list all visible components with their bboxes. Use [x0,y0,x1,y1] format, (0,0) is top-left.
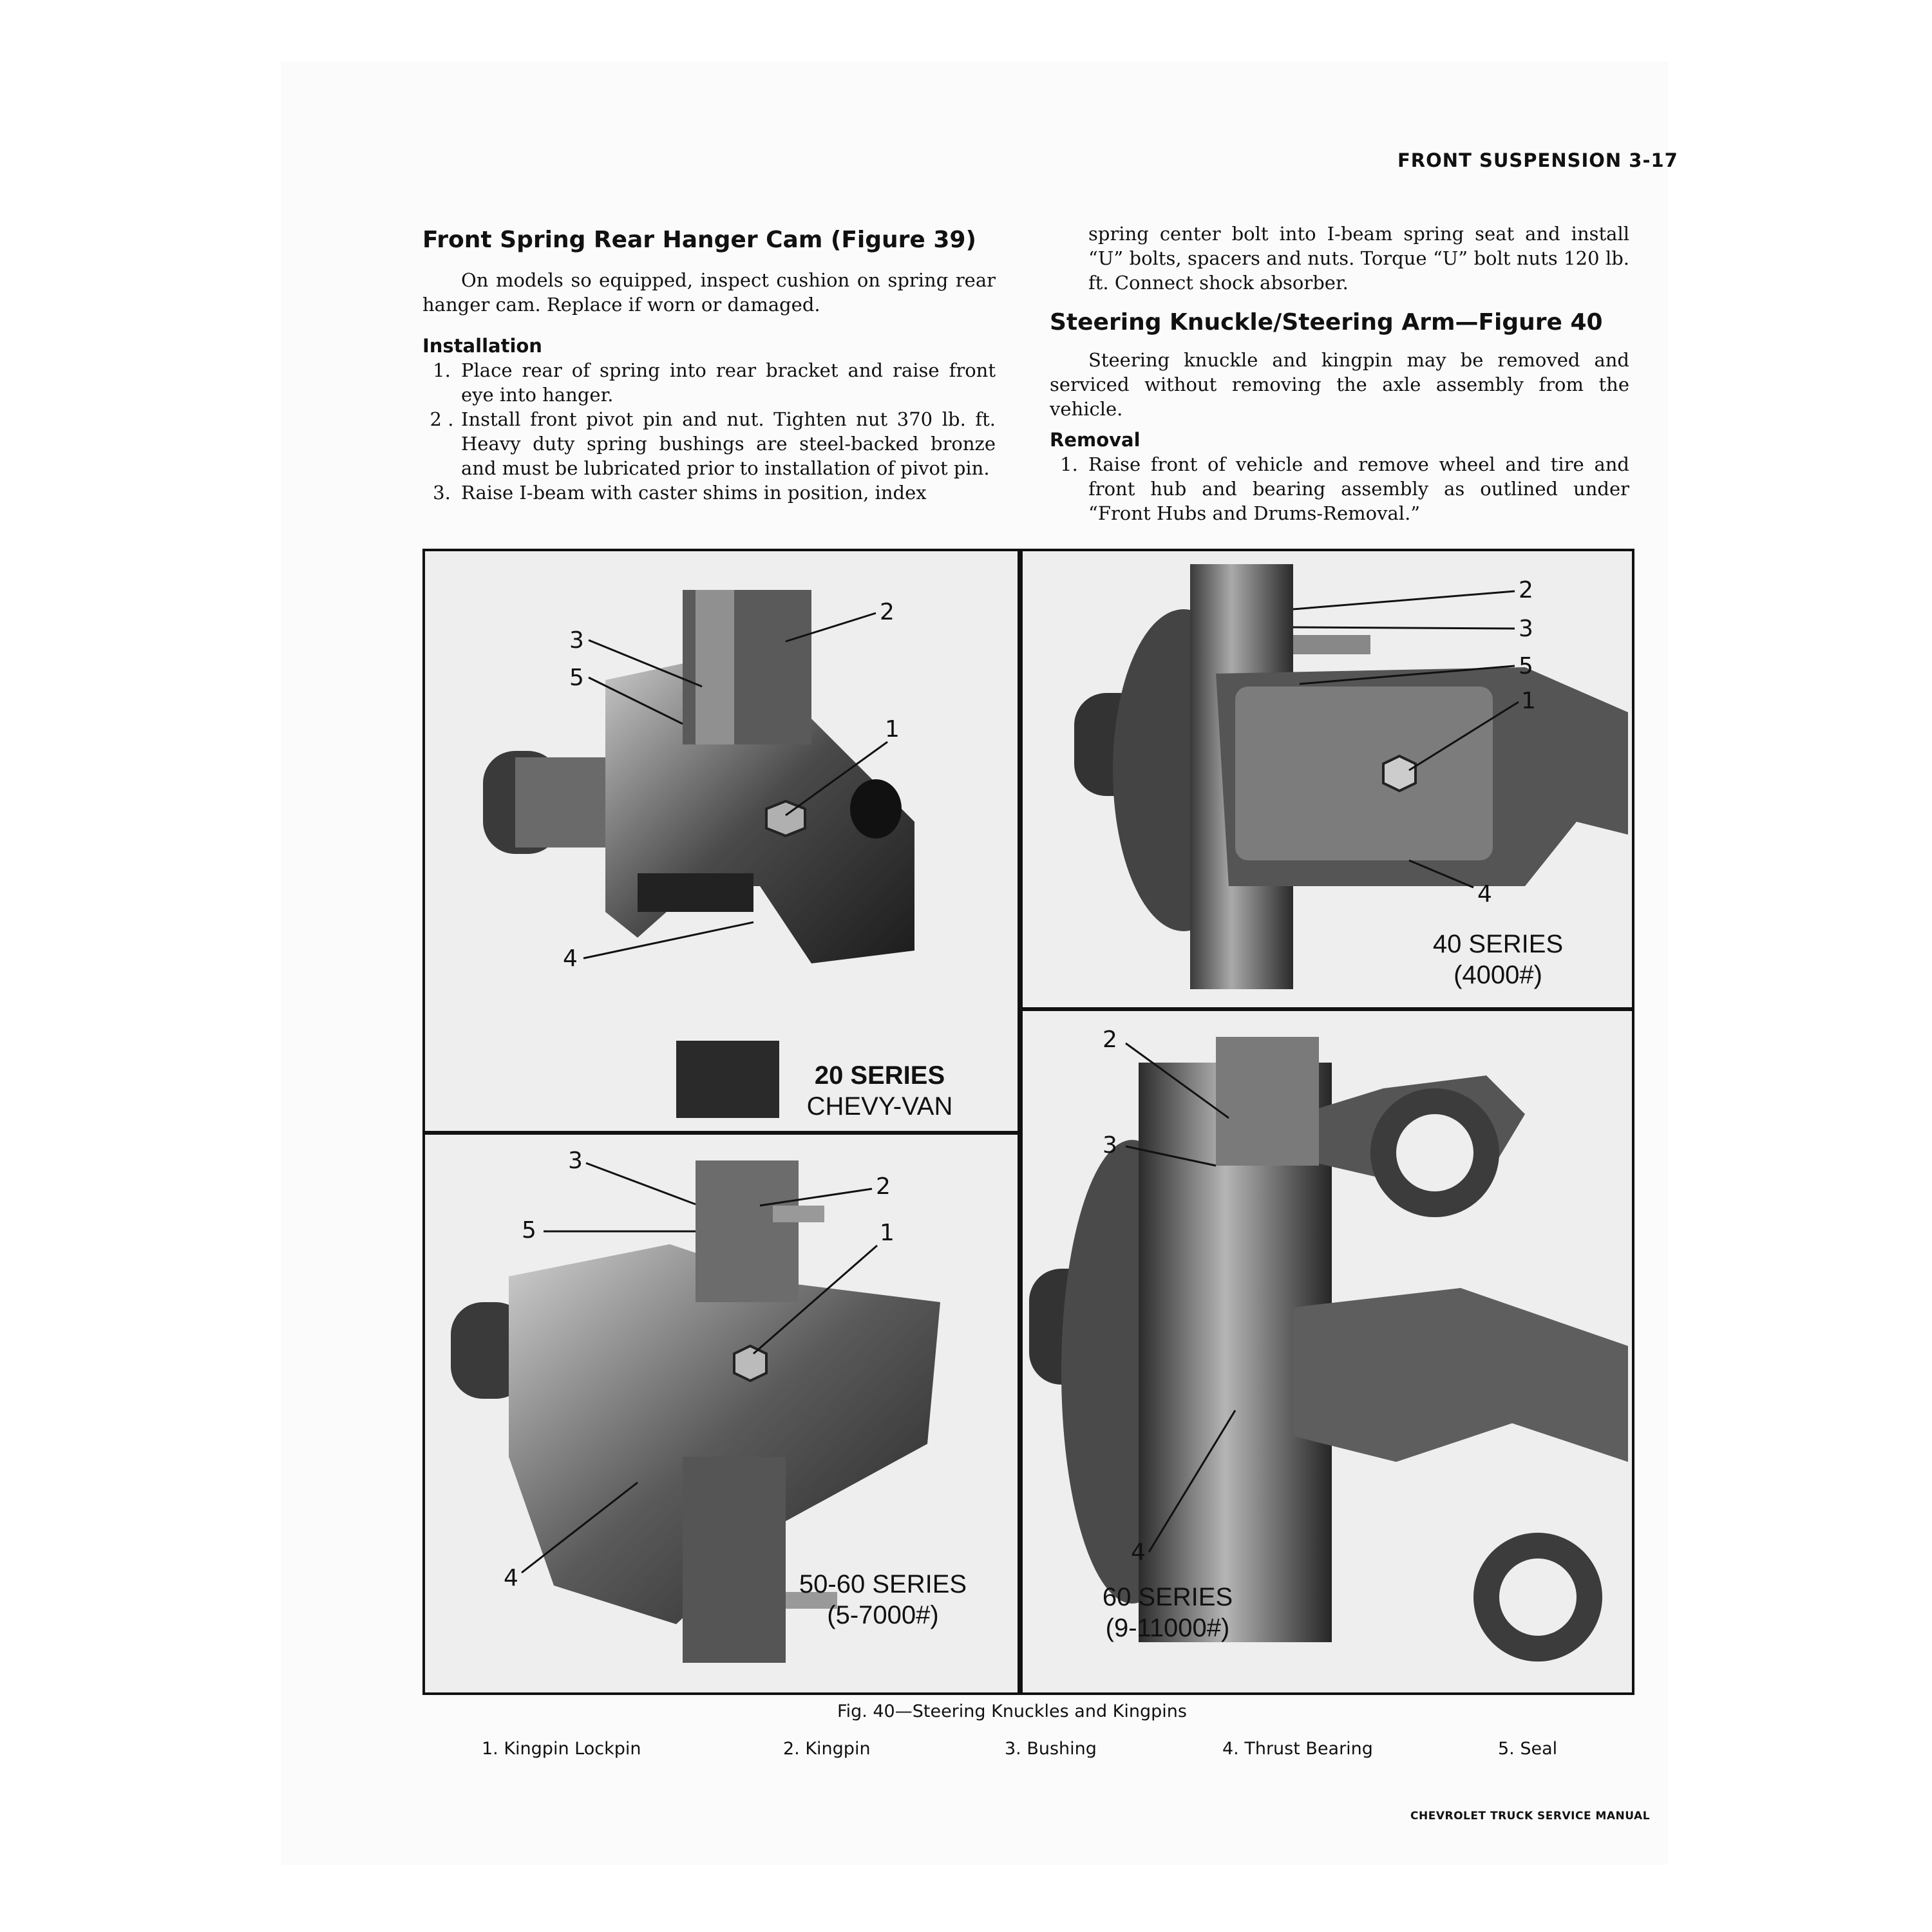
knuckle-illustration-20 [483,590,914,1118]
hanger-cam-intro: On models so equipped, inspect cushion o… [422,269,996,316]
callout-label: 4 [563,945,578,972]
panel-40-series: 2 3 5 1 4 40 SERIES (4000#) [1023,551,1634,1007]
knuckle-illustration-40 [1074,564,1628,989]
panel-50-60-series: 3 5 2 1 4 50-60 SERIES (5-7000#) [425,1135,1018,1695]
panel-20-series: 3 5 2 1 4 20 SERIES CHEVY-VAN [425,551,1018,1131]
continuation-text: spring center bolt into I-beam spring se… [1088,223,1629,294]
legend-item: 2. Kingpin [783,1739,871,1759]
removal-heading: Removal [1050,429,1141,451]
panel-divider [1018,551,1023,1692]
callout-label: 2 [880,599,895,625]
callout-label: 3 [1103,1132,1117,1159]
panel-divider [1020,1007,1634,1011]
series-label-20: 20 SERIES CHEVY-VAN [806,1061,953,1121]
legend-item: 5. Seal [1498,1739,1558,1759]
legend-item: 4. Thrust Bearing [1222,1739,1373,1759]
callout-label: 2 [1519,577,1533,603]
panel-60-series: 2 3 4 60 SERIES (9-11000#) [1023,1011,1634,1695]
page-footer: CHEVROLET TRUCK SERVICE MANUAL [1410,1810,1651,1823]
callout-label: 4 [504,1565,518,1591]
callout-label: 3 [568,1148,583,1174]
legend-item: 3. Bushing [1005,1739,1097,1759]
removal-steps: 1.Raise front of vehicle and remove whee… [1050,452,1629,526]
callout-label: 5 [1519,653,1533,679]
section-title-steering-knuckle: Steering Knuckle/Steering Arm—Figure 40 [1050,309,1603,336]
callout-label: 1 [1521,688,1536,714]
steering-knuckle-intro: Steering knuckle and kingpin may be remo… [1050,349,1629,420]
list-item: 1.Raise front of vehicle and remove whee… [1060,453,1629,524]
callout-label: 5 [522,1217,536,1244]
legend-item: 1. Kingpin Lockpin [482,1739,641,1759]
callout-label: 1 [880,1220,895,1246]
callout-label: 3 [1519,616,1533,642]
callout-label: 2 [876,1173,891,1200]
installation-heading: Installation [422,335,542,357]
installation-steps: 1.Place rear of spring into rear bracket… [422,358,996,505]
callout-label: 2 [1103,1027,1117,1053]
callout-label: 4 [1477,881,1492,907]
list-item: 1.Place rear of spring into rear bracket… [433,359,996,406]
callout-label: 1 [885,716,900,743]
callout-label: 5 [569,665,584,691]
panel-divider [425,1131,1020,1135]
running-header: FRONT SUSPENSION 3-17 [1397,149,1678,171]
series-label-50-60: 50-60 SERIES (5-7000#) [799,1570,967,1629]
callout-label: 3 [569,627,584,654]
series-label-60: 60 SERIES (9-11000#) [1102,1583,1233,1642]
callout-label: 4 [1131,1539,1146,1566]
figure-40: 3 5 2 1 4 20 SERIES CHEVY-VAN [422,549,1634,1695]
section-title-hanger-cam: Front Spring Rear Hanger Cam (Figure 39) [422,227,976,253]
list-item: 2 .Install front pivot pin and nut. Tigh… [430,408,996,479]
figure-caption: Fig. 40—Steering Knuckles and Kingpins [837,1701,1187,1721]
list-item: 3.Raise I-beam with caster shims in posi… [433,482,927,504]
series-label-40: 40 SERIES (4000#) [1432,930,1564,989]
